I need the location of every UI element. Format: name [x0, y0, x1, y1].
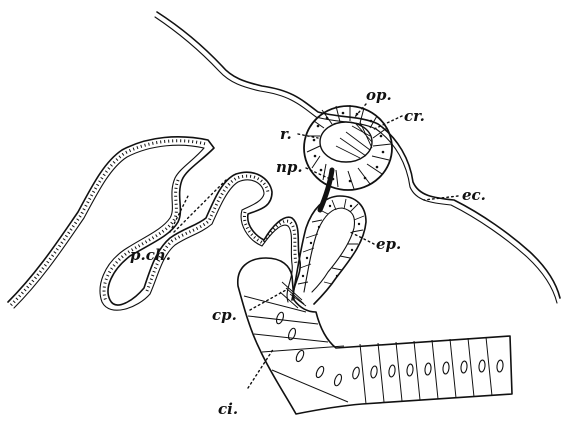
ectoderm-surface — [155, 12, 560, 303]
parietal-nerve — [320, 170, 332, 210]
epiphysis — [292, 196, 366, 304]
label-ec: ec. — [462, 186, 486, 204]
label-r: r. — [280, 125, 292, 143]
label-ci: ci. — [218, 400, 238, 418]
label-np: np. — [276, 158, 303, 176]
plexus-choroideus — [8, 137, 300, 310]
label-pch: p.ch. — [130, 246, 171, 264]
label-ep: ep. — [376, 235, 401, 253]
label-cp: cp. — [212, 306, 237, 324]
brain-wall — [238, 258, 512, 414]
label-cr: cr. — [404, 107, 425, 125]
label-op: op. — [366, 86, 392, 104]
